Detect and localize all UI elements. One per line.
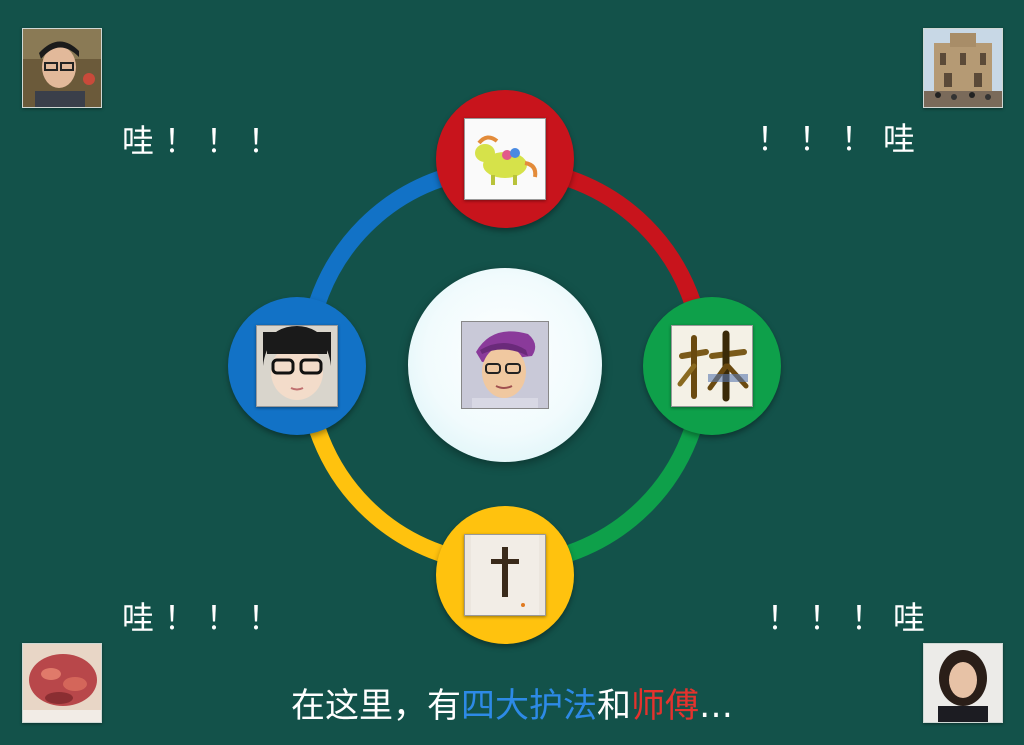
exclaim-top-right: ！！！哇: [757, 120, 926, 158]
corner-photo-top-right: [923, 28, 1003, 108]
ruins-facade-image: [924, 29, 1002, 107]
caption-text-2: 和: [597, 686, 631, 726]
exclaim-bottom-right: ！！！哇: [767, 599, 936, 637]
caption-highlight-master: 师傅: [631, 686, 699, 726]
calligraphy-character-image: [672, 326, 752, 406]
caption-highlight-guardians: 四大护法: [461, 686, 597, 726]
corner-photo-bottom-right: [923, 643, 1003, 723]
girl-with-glasses-image: [257, 326, 337, 406]
ring-node-top-avatar: [464, 118, 546, 200]
ring-node-bottom: [436, 506, 574, 644]
slide-caption: 在这里，有四大护法和师傅…: [0, 678, 1024, 728]
caption-ellipsis: …: [699, 686, 733, 726]
exclaim-bottom-left: 哇！！！: [122, 599, 291, 637]
corner-photo-top-left: [22, 28, 102, 108]
exclaim-top-left: 哇！！！: [122, 122, 291, 160]
ring-node-bottom-avatar: [464, 534, 546, 616]
woman-portrait-image: [924, 644, 1002, 722]
young-man-portrait-image: [23, 29, 101, 107]
cartoon-pony-image: [465, 119, 545, 199]
center-node: [408, 268, 602, 462]
ring-node-right: [643, 297, 781, 435]
ring-node-right-avatar: [671, 325, 753, 407]
center-avatar: [461, 321, 549, 409]
caption-text-1: 在这里，有: [291, 686, 461, 726]
ring-node-left: [228, 297, 366, 435]
ring-node-left-avatar: [256, 325, 338, 407]
wooden-cross-image: [465, 535, 545, 615]
corner-photo-bottom-left: [22, 643, 102, 723]
food-photo-image: [23, 644, 101, 722]
ring-node-top: [436, 90, 574, 228]
cartoon-man-avatar-image: [462, 322, 548, 408]
